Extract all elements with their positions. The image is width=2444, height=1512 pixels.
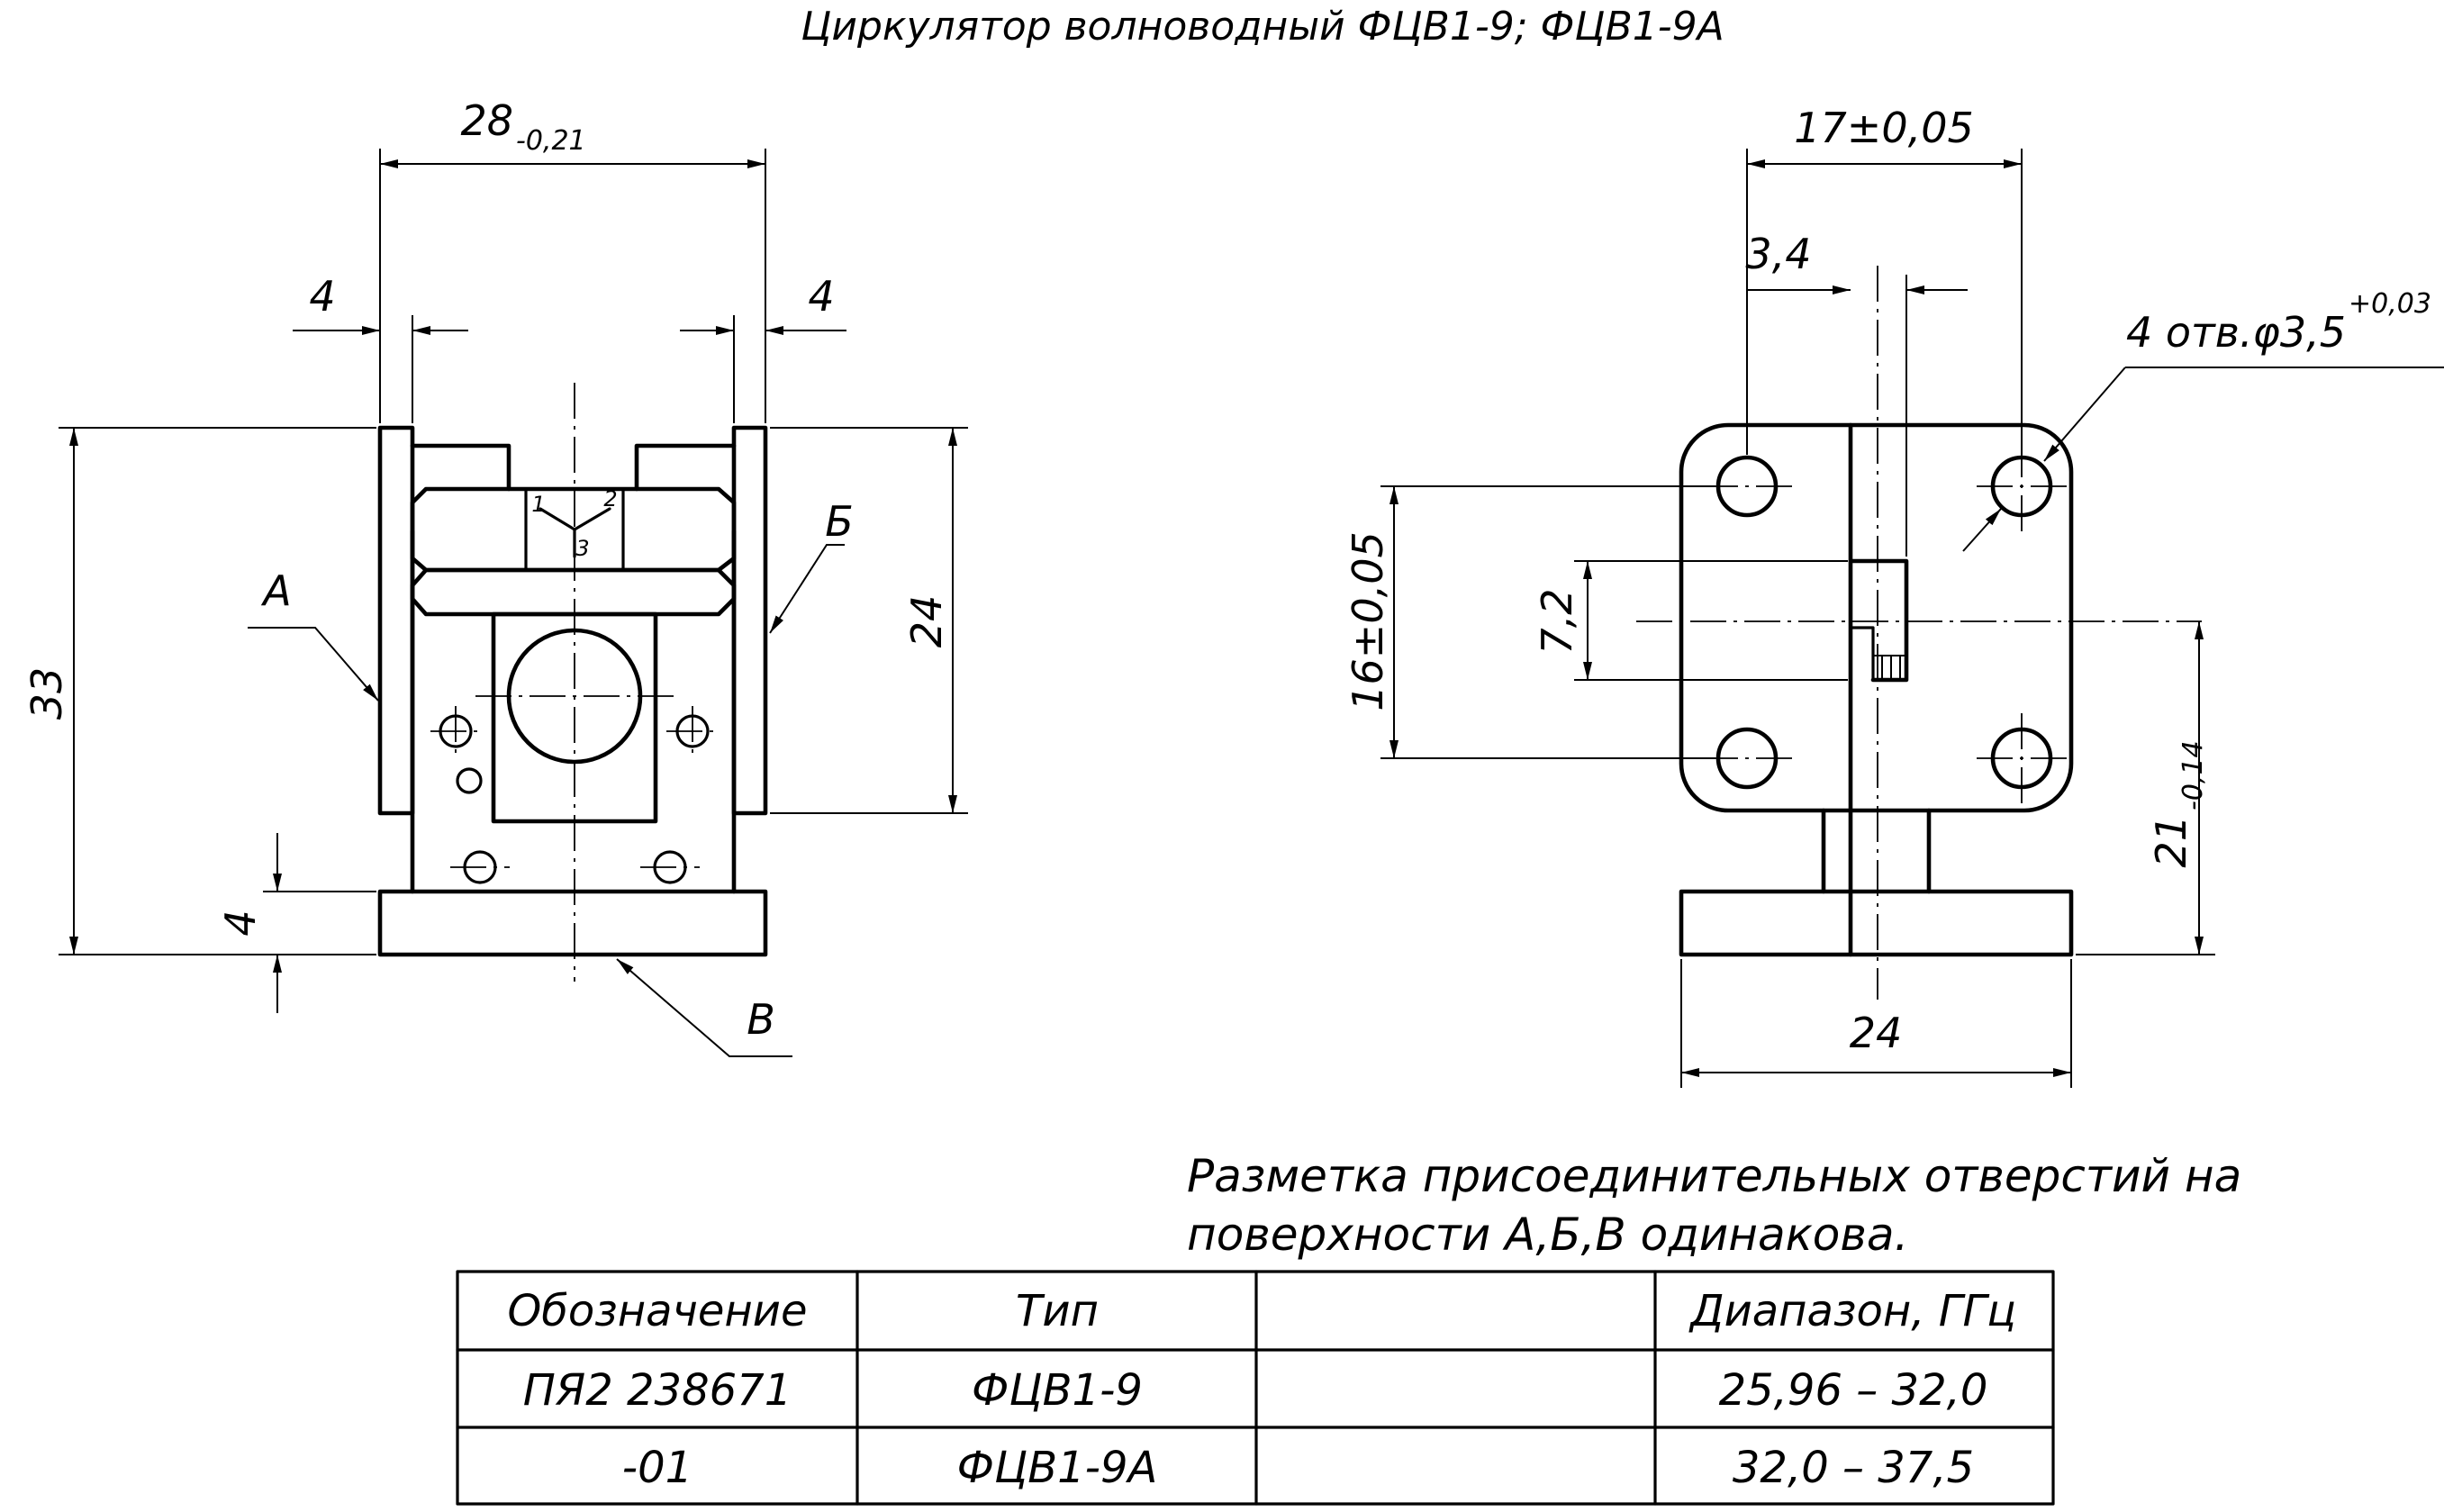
dim-holes-pitch: 17±0,05 bbox=[1794, 104, 1974, 152]
table-header-type: Тип bbox=[1016, 1286, 1099, 1336]
front-view-dimensions bbox=[59, 149, 968, 1057]
drawing-title: Циркулятор волноводный ФЦВ1-9; ФЦВ1-9А bbox=[801, 4, 1724, 50]
hole-callout: 4 отв.φ3,5 bbox=[2126, 308, 2346, 357]
table-header-range: Диапазон, ГГц bbox=[1688, 1286, 2016, 1336]
port-number-2: 2 bbox=[603, 486, 617, 512]
table-header-designation: Обозначение bbox=[507, 1286, 807, 1336]
dim-base: 4 bbox=[216, 910, 265, 936]
side-view-dimensions bbox=[1380, 149, 2444, 1088]
dim-height-right: 24 bbox=[902, 595, 951, 648]
table-cell-r1-designation: ПЯ2 238671 bbox=[523, 1365, 792, 1416]
port-number-3: 3 bbox=[575, 536, 589, 561]
dim-axis-height-tolerance: -0,14 bbox=[2177, 740, 2209, 810]
dim-height: 33 bbox=[23, 667, 71, 720]
table-cell-r2-range: 32,0 – 37,5 bbox=[1733, 1443, 1974, 1493]
port-label-b: Б bbox=[825, 497, 854, 546]
dim-axis-height: 21 bbox=[2147, 815, 2195, 868]
side-view: 17±0,05 3,4 4 отв.φ3,5 +0,03 16±0,05 7,2… bbox=[1344, 104, 2444, 1088]
dim-vertical-pitch: 16±0,05 bbox=[1344, 531, 1392, 711]
note-line-2: поверхности А,Б,В одинакова. bbox=[1187, 1209, 1908, 1261]
dim-flange-right: 4 bbox=[808, 272, 834, 321]
hole-callout-tolerance: +0,03 bbox=[2349, 288, 2431, 320]
note: Разметка присоединительных отверстий на … bbox=[1187, 1150, 2241, 1261]
port-number-1: 1 bbox=[531, 492, 545, 517]
dim-width-tolerance: -0,21 bbox=[516, 125, 586, 157]
dim-window: 7,2 bbox=[1533, 588, 1581, 654]
table-cell-r1-range: 25,96 – 32,0 bbox=[1719, 1365, 1988, 1416]
side-view-body bbox=[1679, 422, 2074, 957]
table-cell-r2-type: ФЦВ1-9А bbox=[957, 1443, 1158, 1493]
note-line-1: Разметка присоединительных отверстий на bbox=[1187, 1150, 2241, 1202]
table-cell-r1-type: ФЦВ1-9 bbox=[972, 1365, 1143, 1416]
front-view: 28 -0,21 4 4 33 24 4 А Б В 1 2 3 bbox=[23, 96, 968, 1057]
dim-offset: 3,4 bbox=[1745, 230, 1811, 278]
front-view-centerlines bbox=[430, 383, 718, 982]
side-view-centerlines bbox=[1636, 266, 2202, 1000]
dim-flange-left: 4 bbox=[309, 272, 335, 321]
port-label-c: В bbox=[747, 995, 775, 1044]
spec-table: Обозначение Тип Диапазон, ГГц ПЯ2 238671… bbox=[456, 1270, 2055, 1506]
dim-width: 28 bbox=[460, 96, 513, 145]
port-label-a: А bbox=[260, 566, 291, 615]
front-view-body bbox=[377, 425, 768, 957]
dim-base-width: 24 bbox=[1850, 1009, 1903, 1057]
table-cell-r2-designation: -01 bbox=[622, 1443, 692, 1493]
